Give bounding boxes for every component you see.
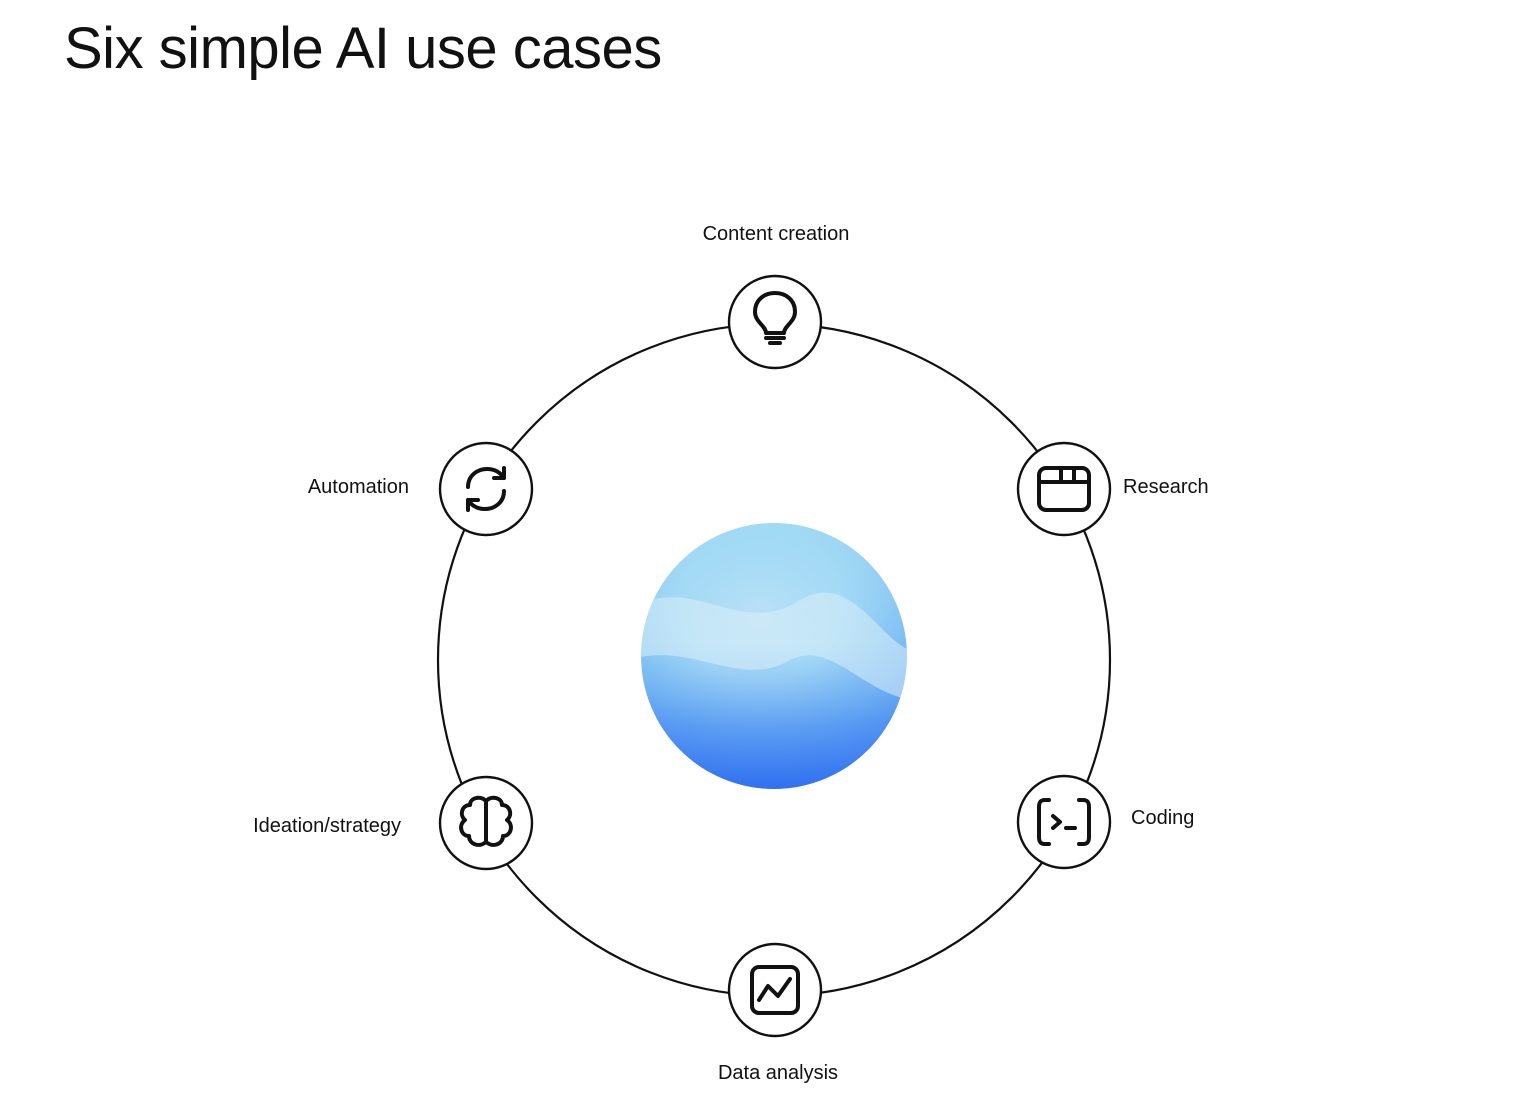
- node-research: [1016, 441, 1112, 537]
- label-automation: Automation: [307, 476, 409, 498]
- label-coding: Coding: [1131, 807, 1195, 829]
- node-content-creation: [727, 274, 823, 370]
- label-research: Research: [1123, 476, 1209, 498]
- terminal-icon: [1037, 798, 1091, 846]
- label-data-analysis: Data analysis: [717, 1062, 839, 1084]
- node-circle: [438, 441, 534, 537]
- node-data-analysis: [727, 942, 823, 1038]
- label-content-creation: Content creation: [702, 223, 850, 245]
- lightbulb-icon: [753, 291, 797, 345]
- brain-icon: [459, 795, 513, 847]
- browser-window-icon: [1037, 466, 1091, 512]
- node-circle: [727, 942, 823, 1038]
- node-circle: [727, 274, 823, 370]
- line-chart-icon: [750, 965, 800, 1015]
- node-coding: [1016, 774, 1112, 870]
- node-automation: [438, 441, 534, 537]
- node-ideation-strategy: [438, 775, 534, 871]
- node-circle: [1016, 441, 1112, 537]
- page-title: Six simple AI use cases: [64, 16, 662, 81]
- center-orb: [641, 523, 907, 789]
- refresh-icon: [466, 466, 506, 512]
- node-circle: [1016, 774, 1112, 870]
- label-ideation-strategy: Ideation/strategy: [253, 815, 401, 837]
